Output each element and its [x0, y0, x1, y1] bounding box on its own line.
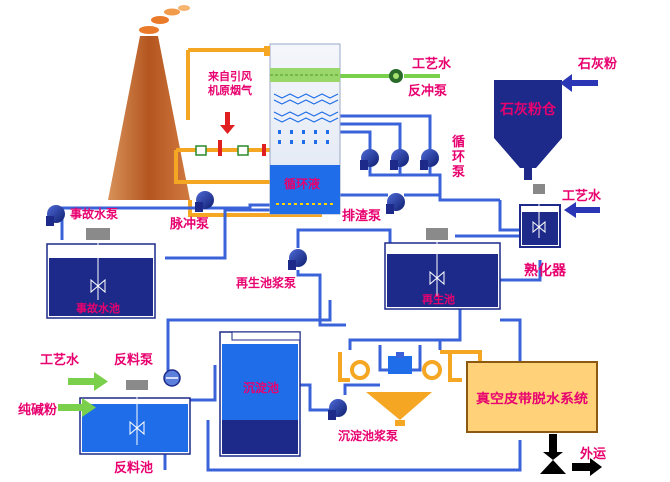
- feed-pump-icon: [163, 369, 181, 387]
- settling-tank-label: 沉淀池: [243, 380, 279, 395]
- lime-powder-label: 石灰粉: [577, 56, 617, 72]
- settling-slurry-pump-icon: [328, 399, 347, 420]
- lime-silo-label: 石灰粉仓: [499, 101, 557, 118]
- regen-tank-label: 再生池: [422, 292, 455, 306]
- process-water-arrow-left: [68, 372, 108, 391]
- circulation-pump-3: [420, 149, 439, 170]
- drain-tank: [46, 228, 156, 319]
- slurry-pipes: [60, 114, 542, 472]
- regen-tank: [384, 228, 501, 310]
- slaker: [519, 184, 561, 248]
- flue-gas-inlet-arrow: [220, 112, 235, 134]
- settling-slurry-pump-label: 沉淀池浆泵: [338, 428, 398, 443]
- circulation-pump-2: [390, 149, 409, 170]
- feed-pump-label: 反料泵: [114, 352, 153, 368]
- slag-pump-label: 排渣泵: [342, 208, 381, 224]
- transport-out-label: 外运: [579, 446, 606, 462]
- absorber-tower: [264, 43, 341, 215]
- process-water-left-label: 工艺水: [40, 352, 80, 368]
- regen-slurry-pump-label: 再生池浆泵: [236, 275, 296, 290]
- soda-ash-arrow: [58, 398, 96, 417]
- labels: 来自引风机原烟气 工艺水 反冲泵 石灰粉 石灰粉仓 循环泵 循环液 事故水泵 脉…: [18, 56, 617, 476]
- settling-tank: [219, 331, 301, 457]
- regen-slurry-pump-icon: [288, 249, 307, 270]
- drain-pump-label: 事故水泵: [70, 206, 118, 221]
- pulse-pump-label: 脉冲泵: [169, 216, 209, 232]
- slag-pump-icon: [386, 193, 405, 214]
- flue-gas-label: 来自引风机原烟气: [207, 69, 252, 97]
- feed-tank-label: 反料池: [114, 460, 153, 476]
- lime-powder-arrow: [560, 74, 598, 92]
- process-water-arrow-right: [564, 202, 600, 218]
- lime-silo: [494, 80, 562, 180]
- circulating-liquid-label: 循环液: [284, 176, 320, 191]
- slaker-label: 熟化器: [524, 262, 567, 279]
- circulation-pump-1: [360, 149, 379, 170]
- pulse-pump-icon: [195, 191, 214, 212]
- backwash-pump-icon: [389, 69, 403, 83]
- vacuum-belt-label: 真空皮带脱水系统: [476, 391, 588, 407]
- drain-tank-label: 事故水池: [76, 301, 120, 315]
- chimney: [108, 5, 190, 200]
- drain-pump-icon: [46, 205, 65, 226]
- circulation-pump-label: 循环泵: [452, 134, 465, 180]
- process-water-top-label: 工艺水: [412, 56, 452, 72]
- backwash-pump-label: 反冲泵: [408, 83, 447, 99]
- process-water-right-label: 工艺水: [562, 188, 602, 204]
- vacuum-belt-system: [466, 361, 598, 433]
- feed-tank: [79, 380, 191, 455]
- discharge-hopper: [540, 434, 602, 476]
- cyclone: [350, 352, 442, 426]
- flue-gas-valve: [195, 140, 266, 156]
- soda-ash-label: 纯碱粉: [18, 402, 57, 418]
